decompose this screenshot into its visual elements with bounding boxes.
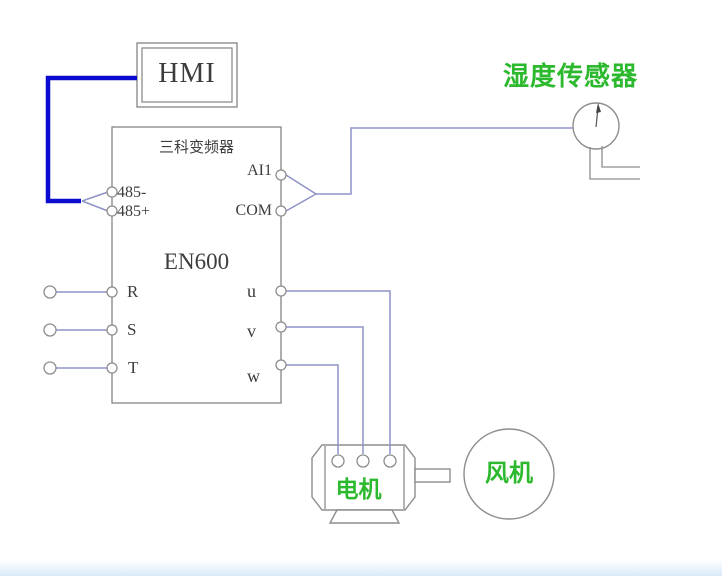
terminal-label-u: u bbox=[247, 281, 256, 301]
inverter-title: 三科变频器 bbox=[158, 140, 234, 156]
terminal-label-w: w bbox=[247, 366, 260, 386]
free-end-s bbox=[43, 323, 57, 337]
motor-terminal-u bbox=[383, 454, 397, 468]
sensor-probe-inner bbox=[601, 146, 640, 168]
power-input-wires bbox=[43, 285, 107, 375]
terminal-ai1 bbox=[275, 169, 287, 181]
humidity-sensor-label: 湿度传感器 bbox=[503, 62, 639, 91]
free-end-t bbox=[43, 361, 57, 375]
motor-shaft bbox=[414, 468, 451, 483]
motor-terminal-v bbox=[356, 454, 370, 468]
fan-label: 风机 bbox=[485, 461, 533, 487]
terminal-label-t: T bbox=[128, 358, 139, 377]
hmi-label: HMI bbox=[158, 58, 216, 89]
terminal-v bbox=[275, 321, 287, 333]
inverter-terminal-points bbox=[106, 169, 287, 374]
terminal-s bbox=[106, 324, 118, 336]
hmi-rs485-cable bbox=[45, 75, 137, 212]
humidity-sensor-symbol bbox=[572, 102, 640, 180]
terminal-label-s: S bbox=[127, 320, 137, 339]
terminal-label-r: R bbox=[127, 282, 139, 301]
terminal-u bbox=[275, 285, 287, 297]
motor-output-wires bbox=[286, 290, 391, 454]
sensor-needle bbox=[595, 103, 601, 128]
sensor-probe-outer bbox=[589, 147, 640, 180]
terminal-label-485-plus: 485+ bbox=[117, 203, 151, 220]
free-end-r bbox=[43, 285, 57, 299]
terminal-485-minus bbox=[106, 186, 118, 198]
terminal-com bbox=[275, 205, 287, 217]
bottom-edge-band bbox=[0, 560, 722, 576]
hmi-box bbox=[136, 42, 238, 108]
fan-circle bbox=[463, 428, 555, 520]
inverter-model: EN600 bbox=[163, 249, 230, 274]
motor-label: 电机 bbox=[335, 477, 382, 502]
terminal-label-v: v bbox=[247, 321, 256, 341]
motor-base bbox=[328, 509, 401, 524]
motor-terminal-w bbox=[331, 454, 345, 468]
motor-terminal-points bbox=[331, 454, 397, 468]
terminal-label-com: COM bbox=[235, 202, 272, 219]
terminal-485-plus bbox=[106, 205, 118, 217]
terminal-r bbox=[106, 286, 118, 298]
terminal-t bbox=[106, 362, 118, 374]
terminal-label-485-minus: 485- bbox=[117, 184, 147, 201]
inverter-box bbox=[111, 126, 282, 404]
sensor-signal-wire bbox=[285, 127, 573, 212]
terminal-label-ai1: AI1 bbox=[247, 162, 272, 179]
terminal-w bbox=[275, 359, 287, 371]
